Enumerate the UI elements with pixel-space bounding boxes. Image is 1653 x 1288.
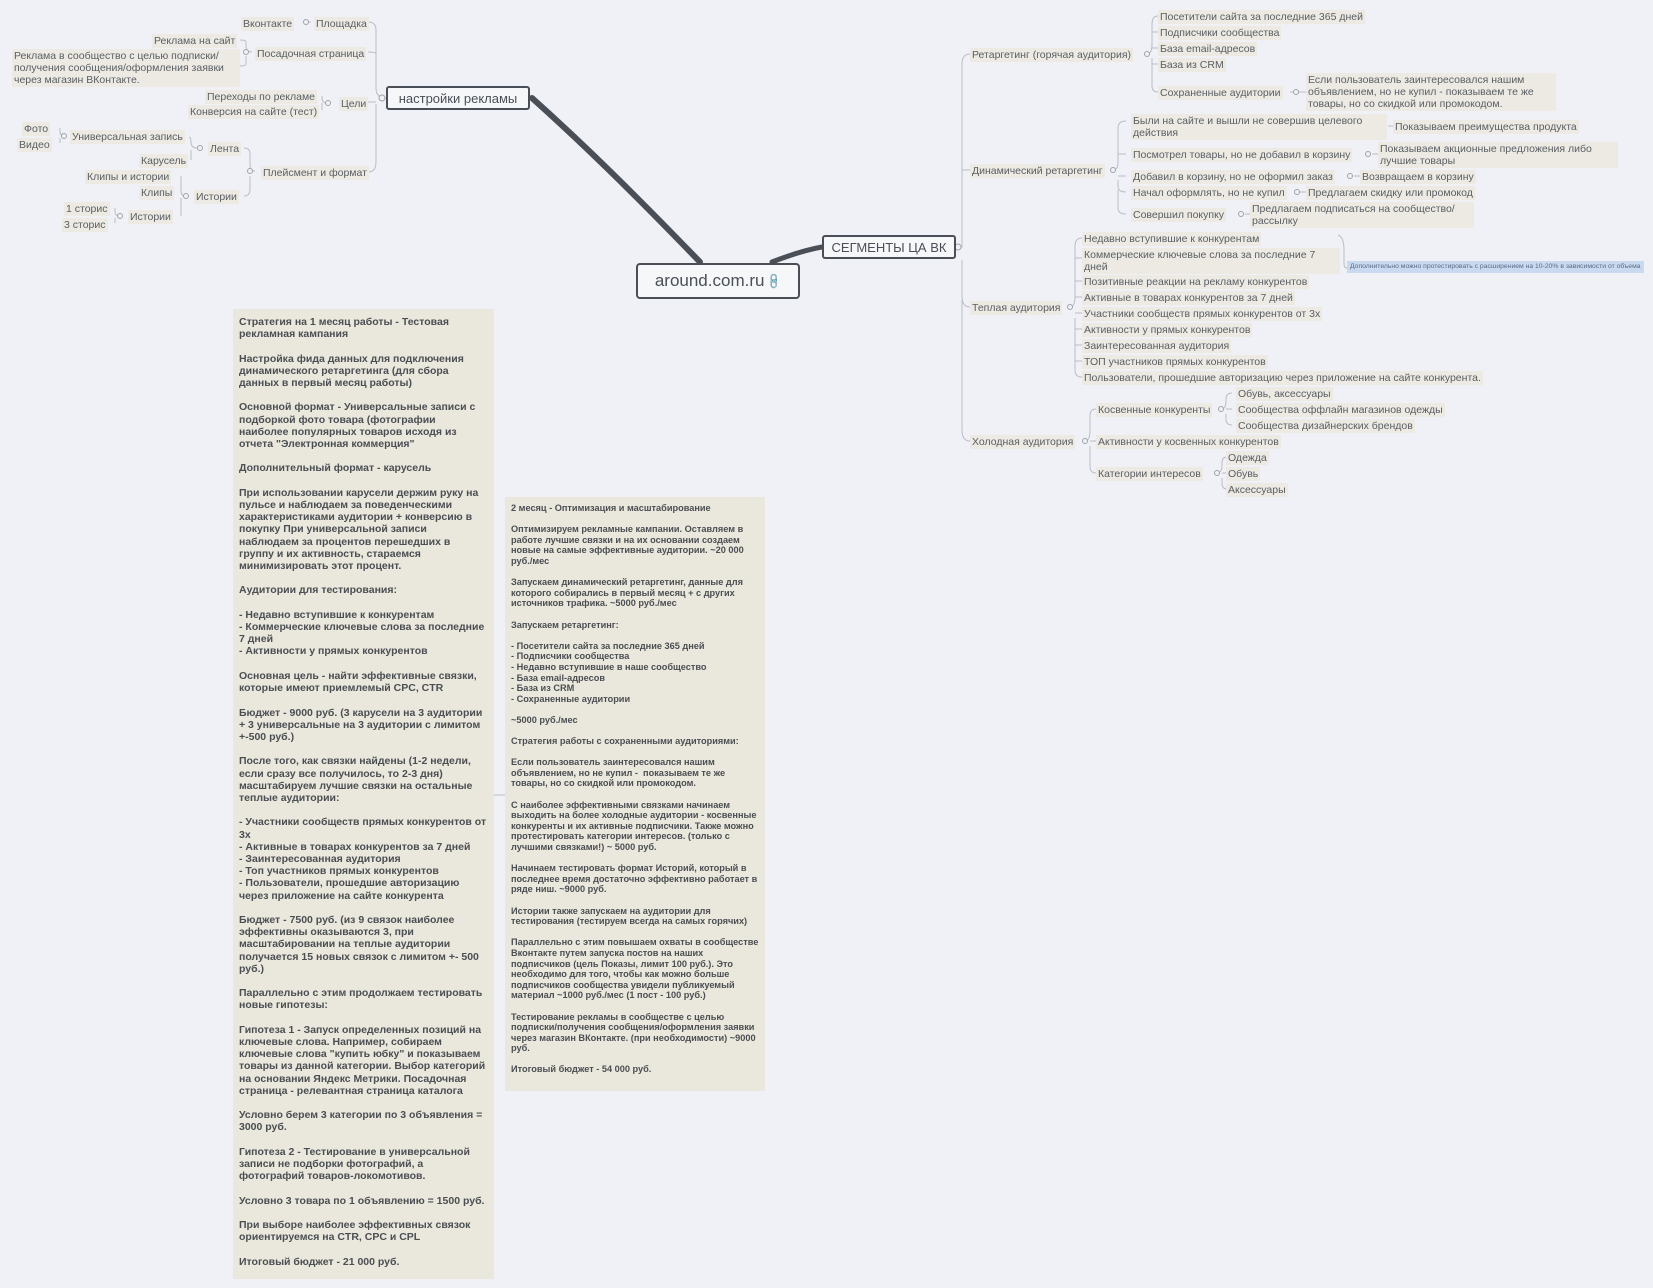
node-clips-stories[interactable]: Клипы и истории: [85, 170, 172, 184]
node-warm-item[interactable]: Участники сообществ прямых конкурентов о…: [1082, 307, 1323, 321]
node-warm-item[interactable]: ТОП участников прямых конкурентов: [1082, 355, 1268, 369]
node-feed[interactable]: Лента: [208, 142, 242, 156]
root-node[interactable]: around.com.ru 🔗: [636, 263, 800, 299]
node-story-1[interactable]: 1 сторис: [64, 202, 110, 216]
node-retarget-item[interactable]: Посетители сайта за последние 365 дней: [1158, 10, 1365, 24]
node-clips[interactable]: Клипы: [139, 186, 175, 200]
node-dynamic-action[interactable]: Предлагаем скидку или промокод: [1306, 186, 1475, 200]
node-retarget-item[interactable]: База из CRM: [1158, 58, 1226, 72]
warm-extension-tag[interactable]: Дополнительно можно протестировать с рас…: [1347, 261, 1644, 273]
node-universal[interactable]: Универсальная запись: [70, 130, 185, 144]
node-landing[interactable]: Посадочная страница: [255, 47, 367, 61]
node-dynamic-item[interactable]: Совершил покупку: [1131, 208, 1227, 222]
node-warm-item[interactable]: Позитивные реакции на рекламу конкуренто…: [1082, 275, 1310, 289]
node-stories-2[interactable]: Истории: [128, 210, 173, 224]
branch-ad-settings[interactable]: настройки рекламы: [386, 86, 530, 110]
node-interest-item[interactable]: Одежда: [1226, 451, 1269, 465]
branch-segments[interactable]: СЕГМЕНТЫ ЦА ВК: [822, 235, 956, 259]
node-carousel[interactable]: Карусель: [139, 154, 189, 168]
node-warm-item[interactable]: Пользователи, прошедшие авторизацию чере…: [1082, 371, 1483, 385]
node-warm-item[interactable]: Заинтересованная аудитория: [1082, 339, 1232, 353]
node-interest-item[interactable]: Обувь: [1226, 467, 1261, 481]
node-dynamic-item[interactable]: Были на сайте и вышли не совершив целево…: [1131, 114, 1387, 140]
root-label: around.com.ru: [654, 271, 765, 290]
strategy-month1-note[interactable]: Стратегия на 1 месяц работы - Тестовая р…: [233, 309, 494, 1279]
node-goals[interactable]: Цели: [339, 97, 369, 111]
node-video[interactable]: Видео: [17, 138, 52, 152]
node-ads-community[interactable]: Реклама в сообщество с целью подписки/ п…: [12, 49, 240, 87]
node-cold[interactable]: Холодная аудитория: [970, 435, 1076, 449]
node-dynamic-item[interactable]: Посмотрел товары, но не добавил в корзин…: [1131, 148, 1353, 162]
node-dynamic[interactable]: Динамический ретаргетинг: [970, 164, 1105, 178]
node-indirect[interactable]: Косвенные конкуренты: [1096, 403, 1213, 417]
node-retarget-item[interactable]: Сохраненные аудитории: [1158, 86, 1283, 100]
node-warm-item[interactable]: Коммерческие ключевые слова за последние…: [1082, 248, 1340, 274]
node-conversion[interactable]: Конверсия на сайте (тест): [188, 105, 320, 119]
node-indirect-item[interactable]: Сообщества оффлайн магазинов одежды: [1236, 403, 1445, 417]
node-stories[interactable]: Истории: [194, 190, 239, 204]
node-warm-item[interactable]: Недавно вступившие к конкурентам: [1082, 232, 1262, 246]
node-indirect-item[interactable]: Обувь, аксессуары: [1236, 387, 1333, 401]
node-retarget-item[interactable]: База email-адресов: [1158, 42, 1258, 56]
node-dynamic-action[interactable]: Возвращаем в корзину: [1360, 170, 1476, 184]
node-warm-item[interactable]: Активные в товарах конкурентов за 7 дней: [1082, 291, 1295, 305]
node-dynamic-action[interactable]: Показываем преимущества продукта: [1393, 120, 1579, 134]
node-indirect-activity[interactable]: Активности у косвенных конкурентов: [1096, 435, 1281, 449]
node-ads-site[interactable]: Реклама на сайт: [152, 34, 238, 48]
node-vk[interactable]: Вконтакте: [241, 17, 295, 31]
node-platform[interactable]: Площадка: [314, 17, 369, 31]
link-icon[interactable]: 🔗: [765, 272, 784, 291]
node-warm-item[interactable]: Активности у прямых конкурентов: [1082, 323, 1253, 337]
node-retarget-item[interactable]: Подписчики сообщества: [1158, 26, 1282, 40]
node-dynamic-item[interactable]: Начал оформлять, но не купил: [1131, 186, 1287, 200]
node-clicks[interactable]: Переходы по рекламе: [205, 90, 318, 104]
node-dynamic-item[interactable]: Добавил в корзину, но не оформил заказ: [1131, 170, 1335, 184]
node-story-3[interactable]: 3 сторис: [62, 218, 108, 232]
node-dynamic-action[interactable]: Показываем акционные предложения либо лу…: [1378, 142, 1618, 168]
node-photo[interactable]: Фото: [22, 122, 51, 136]
node-saved-note[interactable]: Если пользователь заинтересовался нашим …: [1306, 73, 1556, 111]
strategy-month2-note[interactable]: 2 месяц - Оптимизация и масштабирование …: [505, 497, 765, 1091]
node-dynamic-action[interactable]: Предлагаем подписаться на сообщество/ ра…: [1250, 202, 1474, 228]
node-retarget[interactable]: Ретаргетинг (горячая аудитория): [970, 48, 1134, 62]
node-placement[interactable]: Плейсмент и формат: [261, 166, 369, 180]
node-warm[interactable]: Теплая аудитория: [970, 301, 1063, 315]
node-interest-item[interactable]: Аксессуары: [1226, 483, 1288, 497]
edge-root-left: [529, 95, 703, 265]
node-indirect-item[interactable]: Сообщества дизайнерских брендов: [1236, 419, 1415, 433]
node-interests[interactable]: Категории интересов: [1096, 467, 1203, 481]
edge-root-right: [769, 244, 825, 265]
